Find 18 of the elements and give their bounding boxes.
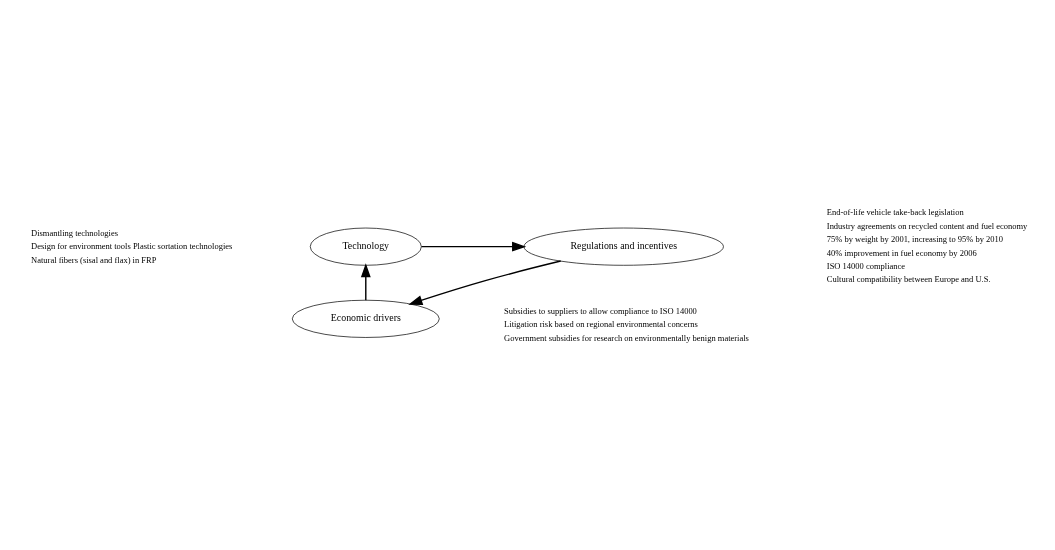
node-ellipse: Regulations and incentives	[523, 227, 724, 266]
node-label: Natural fibers (sisal and flax) in FRP	[31, 254, 157, 265]
node-label: ISO 14000 compliance	[826, 260, 906, 271]
node-label: End-of-life vehicle take-back legislation	[826, 206, 964, 217]
node-label: Design for environment tools Plastic sortation technologies	[31, 240, 233, 251]
node-ellipse: Economic drivers	[291, 299, 440, 338]
node-label: 75% by weight by 2001, increasing to 95% by 2010	[826, 233, 1004, 244]
node-label: Dismantling technologies	[31, 227, 119, 238]
arrow	[420, 241, 527, 252]
node-label: Litigation risk based on regional environmental concerns	[504, 318, 698, 329]
node-label: Subsidies to suppliers to allow compliance to ISO 14000	[504, 305, 697, 316]
node-label: 40% improvement in fuel economy by 2006	[826, 247, 977, 258]
arrow	[360, 262, 371, 301]
node-label: Government subsidies for research on environmentally benign materials	[504, 332, 749, 342]
node-label: Industry agreements on recycled content and fuel economy	[826, 220, 1028, 231]
node-ellipse: Technology	[309, 227, 422, 266]
arrow	[408, 259, 562, 305]
node-label: Cultural compatibility between Europe and U.S.	[826, 273, 991, 284]
